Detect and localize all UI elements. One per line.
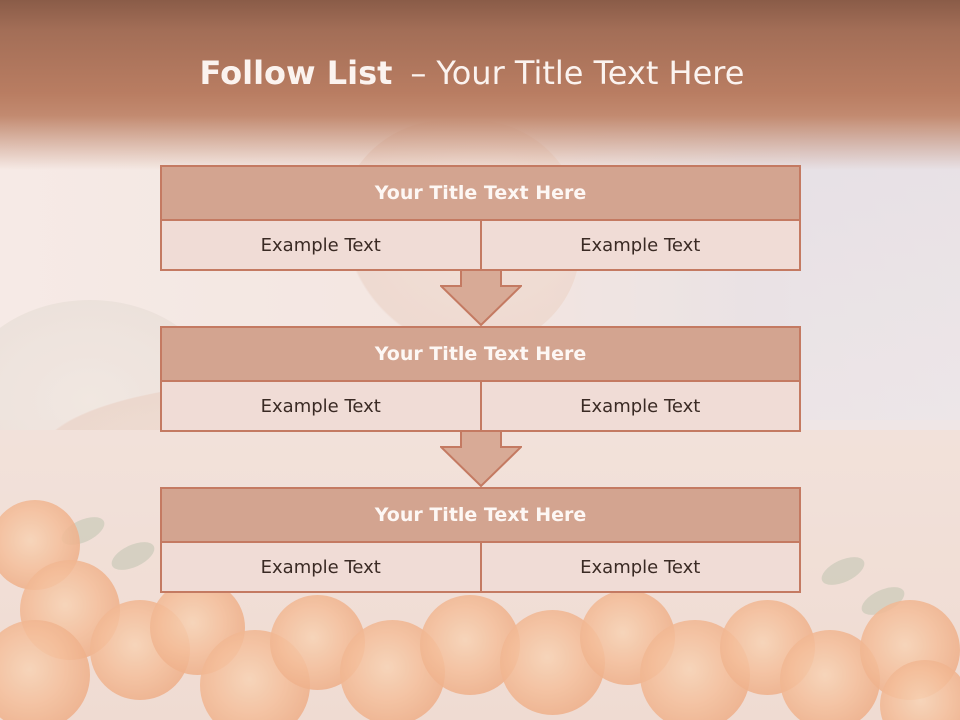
title-rest-text: Your Title Text Here xyxy=(436,54,745,92)
flow-block-row: Example Text Example Text xyxy=(160,543,801,593)
flow-block-1: Your Title Text Here Example Text Exampl… xyxy=(160,165,801,271)
down-arrow-icon xyxy=(440,270,522,326)
flow-block-3: Your Title Text Here Example Text Exampl… xyxy=(160,487,801,593)
flow-block-cell-right: Example Text xyxy=(481,543,801,593)
flow-block-cell-right: Example Text xyxy=(481,382,801,432)
flow-block-title: Your Title Text Here xyxy=(160,165,801,221)
slide-title: Follow List–Your Title Text Here xyxy=(0,54,944,92)
flow-block-row: Example Text Example Text xyxy=(160,382,801,432)
flow-block-row: Example Text Example Text xyxy=(160,221,801,271)
flow-block-cell-left: Example Text xyxy=(160,543,482,593)
rose-decoration xyxy=(0,620,90,720)
title-dash: – xyxy=(410,54,427,92)
title-bar xyxy=(0,0,960,170)
background-window xyxy=(800,130,960,430)
down-arrow-icon xyxy=(440,431,522,487)
flow-block-title: Your Title Text Here xyxy=(160,487,801,543)
flow-block-cell-right: Example Text xyxy=(481,221,801,271)
flow-block-title: Your Title Text Here xyxy=(160,326,801,382)
flow-block-2: Your Title Text Here Example Text Exampl… xyxy=(160,326,801,432)
title-bold-text: Follow List xyxy=(199,54,393,92)
flow-block-cell-left: Example Text xyxy=(160,382,482,432)
flow-block-cell-left: Example Text xyxy=(160,221,482,271)
